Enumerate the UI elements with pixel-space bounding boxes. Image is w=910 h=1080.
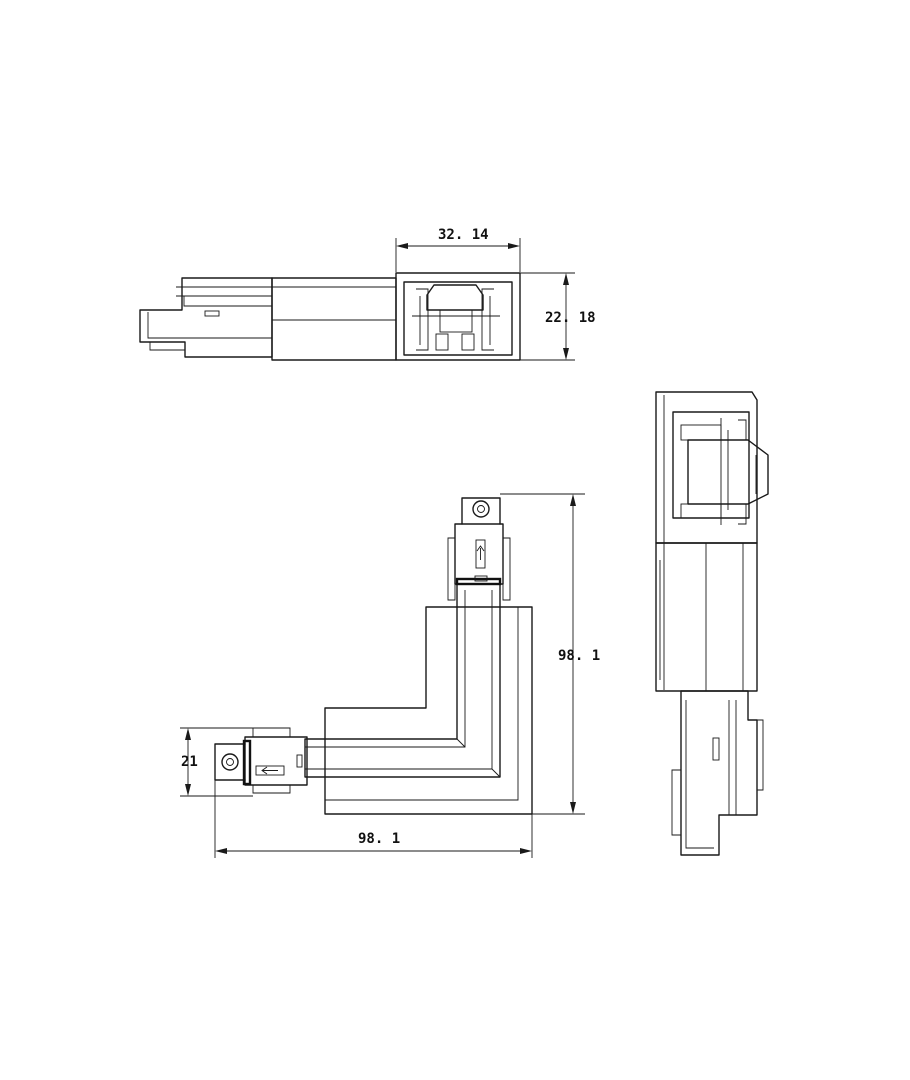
plan-view: 98. 1 98. 1 21	[180, 493, 600, 858]
dim-top-width: 32. 14	[438, 227, 489, 243]
dim-plan-leg: 21	[181, 754, 198, 770]
dim-plan-width: 98. 1	[358, 831, 400, 847]
dim-top-height: 22. 18	[545, 310, 596, 326]
dim-plan-height: 98. 1	[558, 648, 600, 664]
side-view: 32. 14 22. 18	[139, 227, 596, 361]
end-view	[655, 391, 769, 856]
